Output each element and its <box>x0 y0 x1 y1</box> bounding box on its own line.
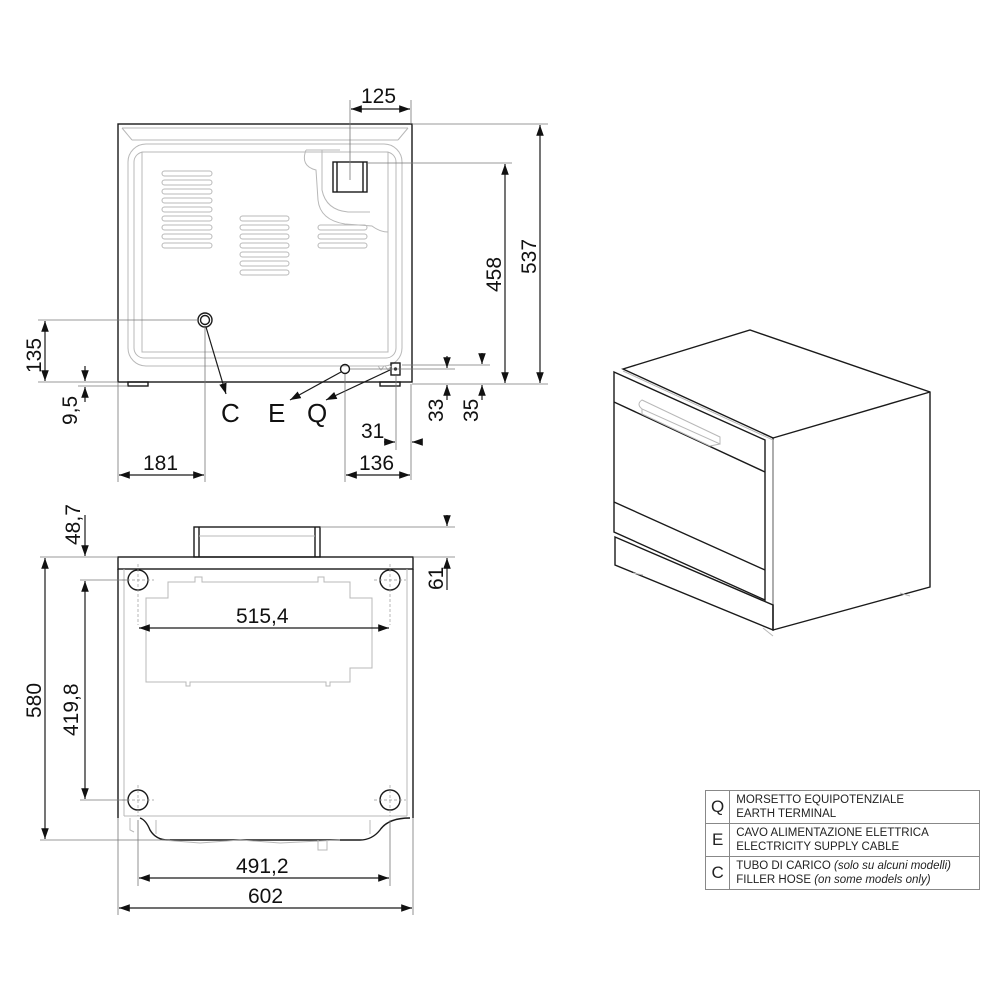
legend-row-e: E CAVO ALIMENTAZIONE ELETTRICA ELECTRICIT… <box>704 823 980 857</box>
legend-text-en: FILLER HOSE <box>736 874 812 886</box>
legend-text-en: EARTH TERMINAL <box>736 808 837 820</box>
dim-61: 61 <box>425 567 448 590</box>
legend-key: E <box>704 823 731 857</box>
legend-key: Q <box>704 790 731 824</box>
supply-cable-port <box>339 363 351 375</box>
legend-row-c: C TUBO DI CARICO (solo su alcuni modelli… <box>704 856 980 890</box>
isometric-view <box>613 329 931 637</box>
feet <box>122 564 406 816</box>
label-c: C <box>221 398 240 428</box>
legend-text-en: ELECTRICITY SUPPLY CABLE <box>736 841 900 853</box>
dim-9-5: 9,5 <box>59 396 82 425</box>
dim-419-8: 419,8 <box>60 683 83 736</box>
legend-note-en: (on some models only) <box>814 874 931 886</box>
dim-135: 135 <box>23 338 46 373</box>
dim-33: 33 <box>425 399 448 422</box>
dim-537: 537 <box>518 239 541 274</box>
vent-slots <box>161 170 368 276</box>
label-q: Q <box>307 398 327 428</box>
dim-602: 602 <box>248 885 283 908</box>
legend-note-it: (solo su alcuni modelli) <box>834 860 951 872</box>
dim-125: 125 <box>361 85 396 108</box>
dim-136: 136 <box>359 452 394 475</box>
rear-view: C E Q 125 537 458 135 9,5 33 35 <box>23 85 548 482</box>
legend-text-it: CAVO ALIMENTAZIONE ELETTRICA <box>736 827 929 839</box>
dim-181: 181 <box>143 452 178 475</box>
dim-31: 31 <box>361 420 384 443</box>
label-e: E <box>268 398 285 428</box>
iso-handle <box>638 399 721 445</box>
legend-text-it: TUBO DI CARICO <box>736 860 831 872</box>
legend-row-q: Q MORSETTO EQUIPOTENZIALE EARTH TERMINAL <box>704 790 980 824</box>
bottom-view: 48,7 61 580 419,8 515,4 491,2 602 <box>23 504 455 915</box>
dim-48-7: 48,7 <box>62 504 85 545</box>
dim-515-4: 515,4 <box>236 605 289 628</box>
dim-458: 458 <box>483 257 506 292</box>
dim-491-2: 491,2 <box>236 855 289 878</box>
door-handle <box>193 526 321 558</box>
legend-key: C <box>704 856 731 890</box>
dim-35: 35 <box>460 399 483 422</box>
dim-580: 580 <box>23 683 46 718</box>
legend-text-it: MORSETTO EQUIPOTENZIALE <box>736 794 905 806</box>
door-panel <box>613 370 766 602</box>
